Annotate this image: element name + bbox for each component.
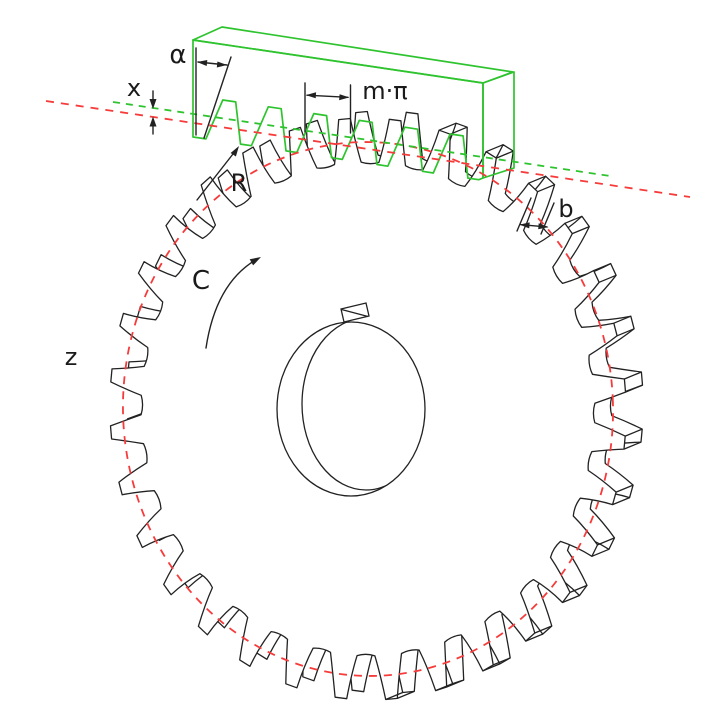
- label-tooth-count: z: [65, 343, 78, 371]
- rack-cutter: [192, 26, 515, 181]
- pitch-dimension: [304, 82, 352, 134]
- label-rotation-direction: C: [192, 266, 210, 296]
- annotations: [149, 47, 555, 349]
- arrowhead: [197, 60, 208, 66]
- arrowhead: [249, 257, 261, 266]
- bore-front-ellipse: [276, 321, 426, 497]
- label-face-width: b: [558, 195, 573, 223]
- labels: α x m·π R b C z: [65, 40, 574, 371]
- arrowhead: [149, 99, 157, 109]
- arrowhead: [305, 92, 317, 99]
- label-profile-shift: x: [127, 74, 141, 102]
- bore-back-ellipse: [301, 322, 425, 491]
- label-pressure-angle: α: [169, 40, 186, 70]
- rack-top-face: [192, 26, 514, 84]
- pressure-angle-dimension: [195, 47, 232, 139]
- arrowhead: [230, 146, 239, 157]
- rack-end-face: [482, 71, 515, 179]
- arrowhead: [339, 94, 350, 101]
- arrowhead: [519, 222, 530, 229]
- gear-bore: [276, 302, 426, 497]
- radius-arrow: [196, 146, 239, 201]
- arrowhead: [149, 116, 157, 127]
- label-pitch: m·π: [362, 77, 407, 105]
- label-pitch-radius: R: [231, 169, 248, 197]
- rotation-arrow: [205, 257, 261, 349]
- pitch-tangent-line: [45, 100, 691, 198]
- profile-shift-dimension: [149, 90, 157, 135]
- arrowhead: [538, 223, 549, 230]
- rack-front-face: [192, 39, 484, 181]
- arrowhead: [216, 61, 227, 68]
- face-width-dimension: [516, 197, 555, 235]
- gear-tooth-side-edges: [385, 122, 643, 701]
- pitch-circle: [122, 141, 614, 677]
- keyway-edge: [341, 308, 369, 318]
